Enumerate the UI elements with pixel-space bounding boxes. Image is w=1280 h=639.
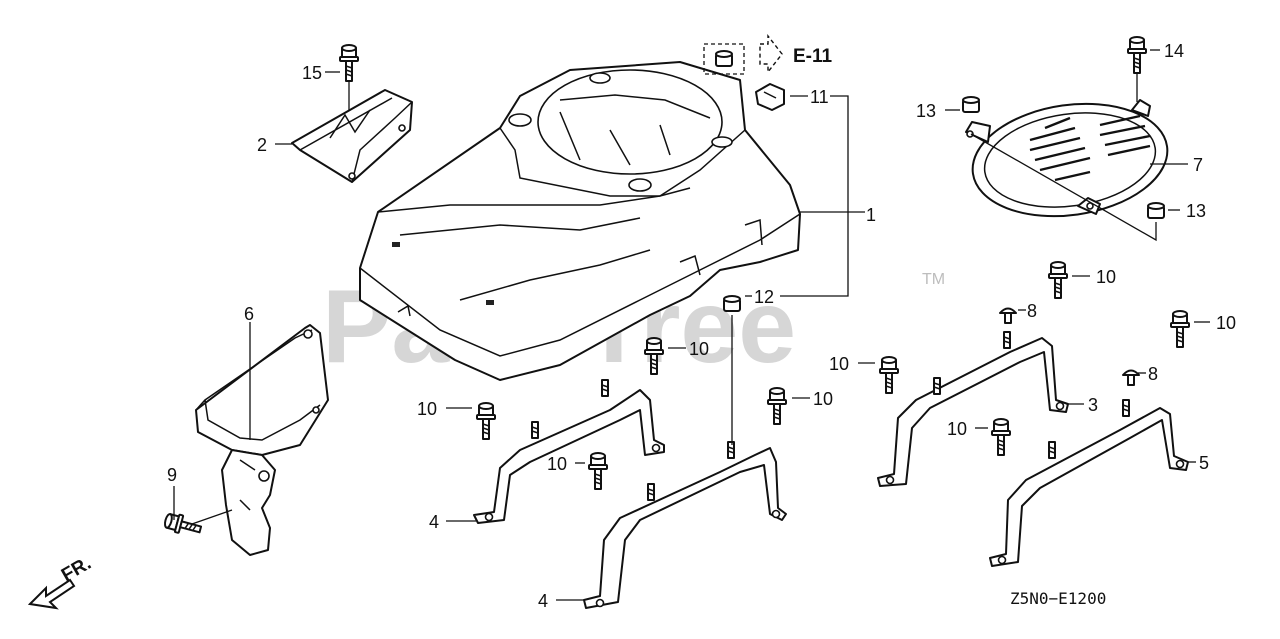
watermark-trademark: TM [922,271,945,288]
bracket-part-3[interactable] [877,331,1069,487]
bolt-part-15[interactable] [339,44,359,82]
callout-13-b[interactable]: 13 [1186,201,1206,221]
callout-10-h[interactable]: 10 [1216,313,1236,333]
callout-8-b[interactable]: 8 [1148,364,1158,384]
reference-e11-label: E-11 [793,46,833,67]
callout-3[interactable]: 3 [1088,395,1098,415]
bolt-part-9[interactable] [162,510,204,540]
callout-6[interactable]: 6 [244,304,254,324]
nut-part-13-b[interactable] [1147,202,1165,219]
front-direction-label: FR. [58,553,95,586]
bolt-part-10-g[interactable] [991,418,1011,456]
diagram-code: Z5N0−E1200 [1010,589,1106,608]
nut-part-12[interactable] [723,295,741,312]
bolt-part-10-c[interactable] [588,452,608,490]
callout-10-b[interactable]: 10 [689,339,709,359]
bracket-part-2[interactable] [291,89,413,183]
rivet-part-8-b[interactable] [1122,369,1140,386]
callout-15[interactable]: 15 [302,63,322,83]
callout-10-e[interactable]: 10 [1096,267,1116,287]
front-direction-indicator: FR. [27,553,95,610]
callout-11[interactable]: 11 [810,87,829,107]
bolt-part-10-h[interactable] [1170,310,1190,348]
bracket-part-4-upper[interactable] [473,379,665,524]
bracket-part-4-lower[interactable] [583,441,787,609]
callout-9[interactable]: 9 [167,465,177,485]
bolt-part-10-d[interactable] [767,387,787,425]
callout-12[interactable]: 12 [754,287,774,307]
leader-lines [173,49,1210,601]
rivet-part-8-a[interactable] [999,307,1017,324]
callout-13-a[interactable]: 13 [916,101,936,121]
callout-10-c[interactable]: 10 [547,454,567,474]
callout-4-b[interactable]: 4 [538,591,548,611]
callout-4-a[interactable]: 4 [429,512,439,532]
bolt-part-10-e[interactable] [1048,261,1068,299]
air-guide-part-6[interactable] [195,324,329,556]
fan-cover-part-1[interactable] [359,61,801,381]
callout-10-a[interactable]: 10 [417,399,437,419]
callout-10-g[interactable]: 10 [947,419,967,439]
callout-10-d[interactable]: 10 [813,389,833,409]
callout-5[interactable]: 5 [1199,453,1209,473]
clip-part-11[interactable] [755,83,785,111]
nut-part-13-a[interactable] [962,96,980,113]
callout-7[interactable]: 7 [1193,155,1203,175]
bolt-part-14[interactable] [1127,36,1147,74]
callout-2[interactable]: 2 [257,135,267,155]
screen-cover-part-7[interactable] [965,92,1174,228]
callout-14[interactable]: 14 [1164,41,1184,61]
callout-8-a[interactable]: 8 [1027,301,1037,321]
callout-labels: 1 2 3 4 4 5 6 7 8 8 9 10 10 10 10 10 10 … [167,41,1236,611]
bolt-part-10-a[interactable] [476,402,496,440]
bracket-part-5[interactable] [989,399,1189,567]
callout-10-f[interactable]: 10 [829,354,849,374]
reference-e11[interactable]: E-11 [703,33,833,75]
callout-1[interactable]: 1 [866,205,876,225]
bolt-part-10-f[interactable] [879,356,899,394]
